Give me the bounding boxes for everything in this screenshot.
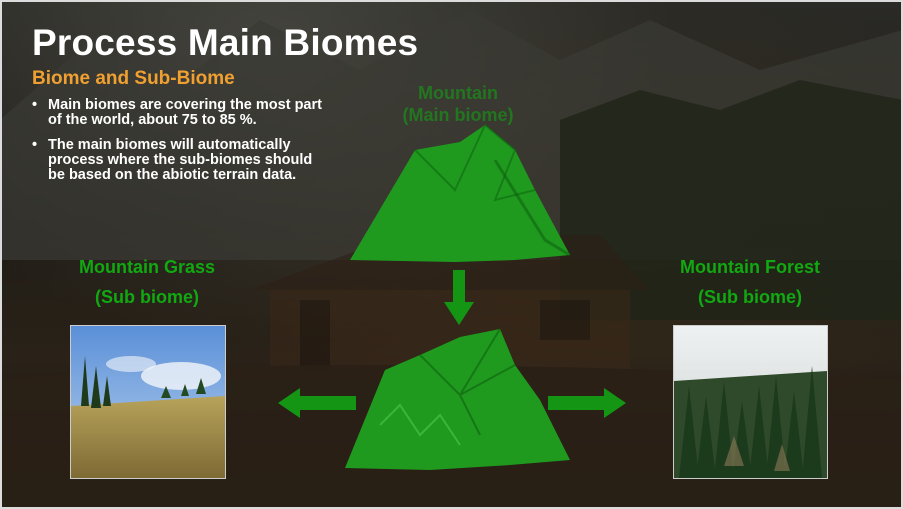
arrow-left-icon: [278, 388, 356, 418]
bullet-list: Main biomes are covering the most part o…: [30, 98, 330, 193]
sub-biome-left-tag: (Sub biome): [95, 287, 199, 307]
slide-subtitle: Biome and Sub-Biome: [32, 68, 235, 89]
sub-biome-left-name: Mountain Grass: [78, 257, 216, 277]
main-biome-label: Mountain (Main biome): [370, 82, 546, 126]
main-biome-mountain: [350, 123, 571, 262]
sub-biome-right-tag: (Sub biome): [698, 287, 802, 307]
sub-biome-right-name: Mountain Forest: [680, 257, 820, 277]
mountain-forest-image: [673, 325, 828, 479]
background-forest: [560, 80, 903, 320]
bullet-item: The main biomes will automatically proce…: [30, 138, 330, 183]
processed-biome-mountain: [345, 328, 570, 470]
main-biome-tag: (Main biome): [402, 105, 514, 125]
arrow-right-icon: [548, 388, 626, 418]
slide-title: Process Main Biomes: [32, 22, 419, 63]
sub-biome-right-label: Mountain Forest (Sub biome): [655, 252, 845, 312]
sub-biome-left-label: Mountain Grass (Sub biome): [52, 252, 242, 312]
arrow-down-icon: [444, 270, 474, 325]
bullet-item: Main biomes are covering the most part o…: [30, 98, 330, 128]
mountain-grass-image: [70, 325, 226, 479]
main-biome-name: Mountain: [418, 83, 498, 103]
